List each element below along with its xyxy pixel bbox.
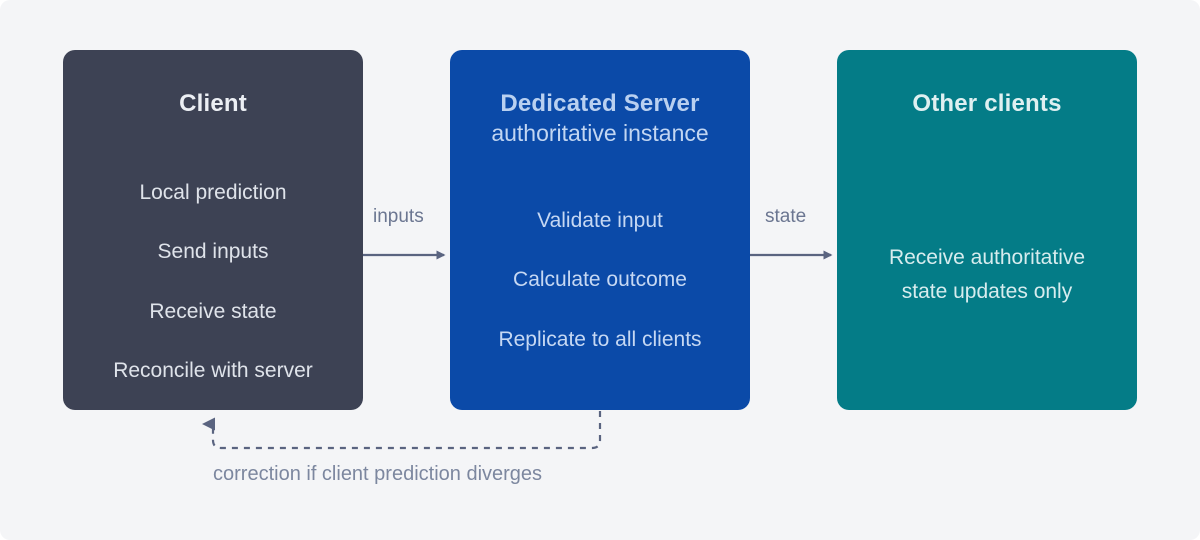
node-client-lines: Local prediction Send inputs Receive sta… xyxy=(63,180,363,417)
node-other-clients[interactable]: Other clients Receive authoritative stat… xyxy=(837,50,1137,410)
node-others-line-1: Receive authoritative xyxy=(888,246,1086,269)
node-client-line-4: Reconcile with server xyxy=(113,358,313,382)
node-server-line-1: Validate input xyxy=(537,209,663,232)
edge-label-correction: correction if client prediction diverges xyxy=(213,463,543,485)
node-server-title: Dedicated Server xyxy=(500,90,700,117)
node-others-lines: Receive authoritative state updates only xyxy=(837,245,1137,314)
node-others-line-2: state updates only xyxy=(901,280,1073,304)
node-client[interactable]: Client Local prediction Send inputs Rece… xyxy=(63,50,363,410)
node-others-title: Other clients xyxy=(912,90,1062,117)
edge-label-state: state xyxy=(765,206,807,227)
node-server-lines: Validate input Calculate outcome Replica… xyxy=(450,208,750,386)
node-server-subtitle: authoritative instance xyxy=(491,120,709,146)
node-client-line-3: Receive state xyxy=(149,299,277,323)
node-server-line-2: Calculate outcome xyxy=(513,268,687,292)
node-dedicated-server[interactable]: Dedicated Server authoritative instance … xyxy=(450,50,750,410)
node-server-line-3: Replicate to all clients xyxy=(498,327,702,351)
node-client-line-2: Send inputs xyxy=(157,240,269,264)
edge-label-inputs: inputs xyxy=(373,206,424,227)
node-client-line-1: Local prediction xyxy=(139,181,287,204)
node-client-title: Client xyxy=(179,90,247,117)
arrow-server-to-client-dashed xyxy=(202,411,602,450)
